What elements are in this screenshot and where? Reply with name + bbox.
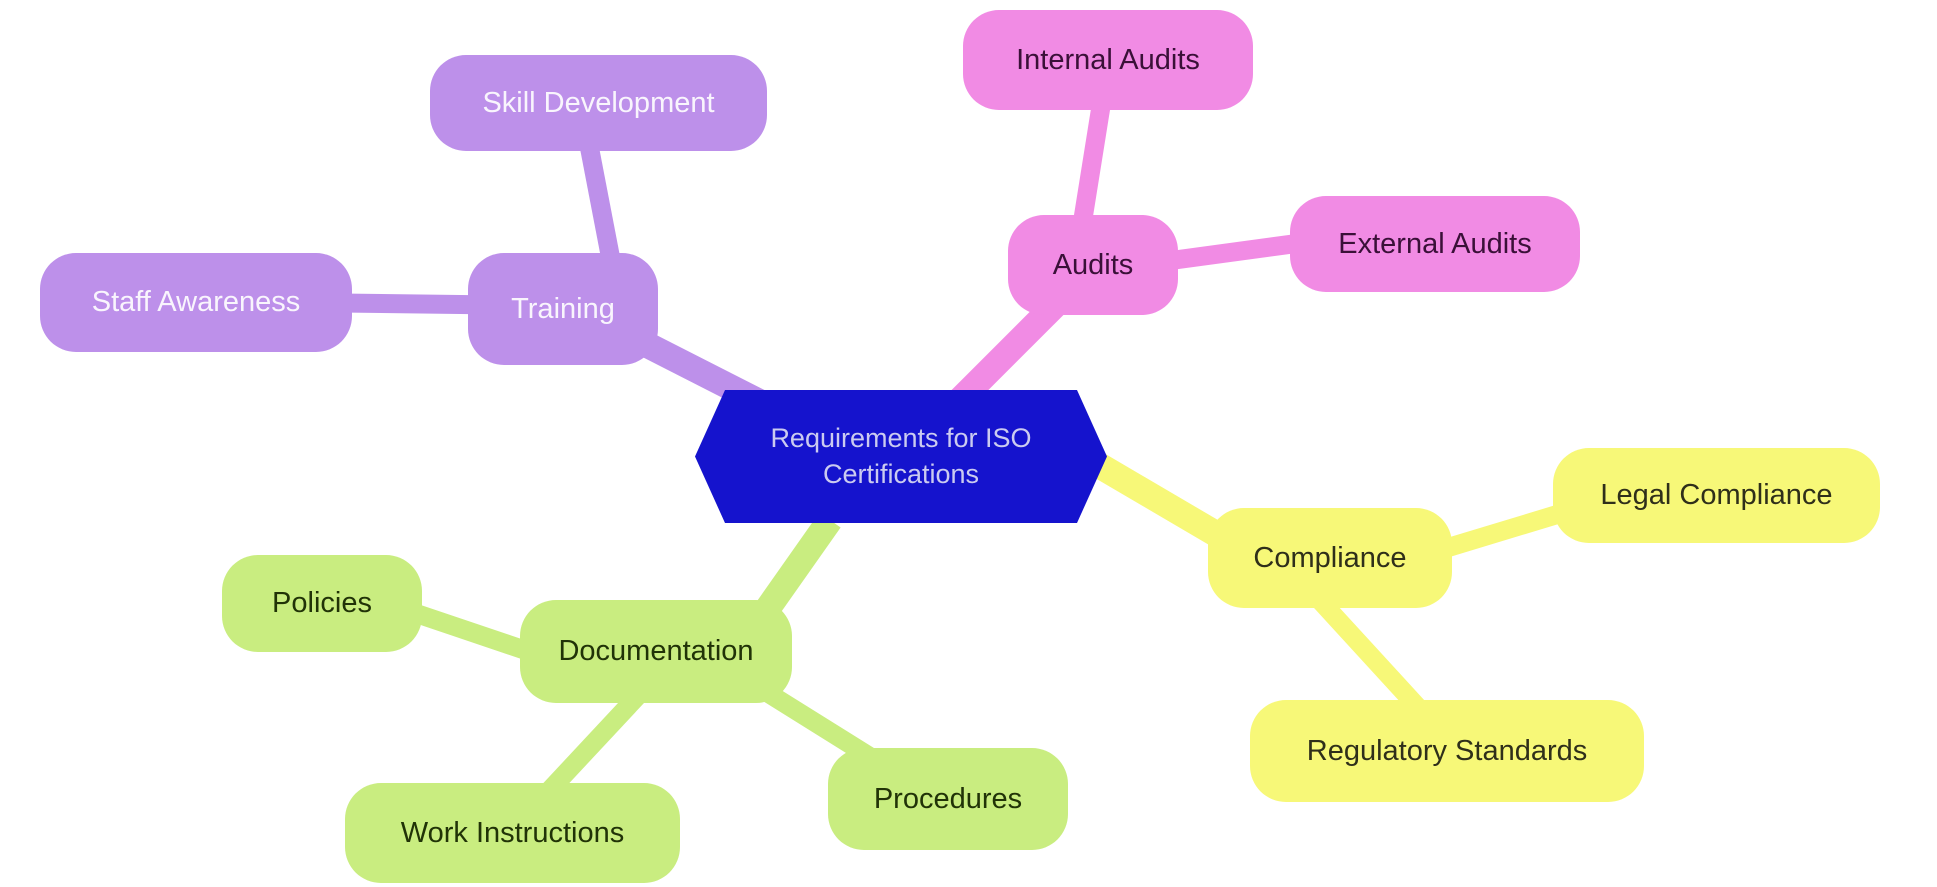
edge-internal-audits-audits bbox=[1072, 98, 1112, 227]
edge-audits-root bbox=[945, 290, 1070, 415]
node-regulatory-standards: Regulatory Standards bbox=[1250, 700, 1644, 802]
node-skill-development: Skill Development bbox=[430, 55, 767, 151]
node-root: Requirements for ISO Certifications bbox=[695, 390, 1107, 523]
node-training: Training bbox=[468, 253, 658, 365]
node-documentation: Documentation bbox=[520, 600, 792, 703]
node-staff-awareness: Staff Awareness bbox=[40, 253, 352, 352]
edge-skill-development-training bbox=[578, 138, 622, 267]
node-internal-audits: Internal Audits bbox=[963, 10, 1253, 110]
edge-regulatory-standards-compliance bbox=[1307, 588, 1433, 722]
edge-work-instructions-documentation bbox=[541, 681, 652, 799]
node-audits: Audits bbox=[1008, 215, 1178, 315]
node-policies: Policies bbox=[222, 555, 422, 652]
node-external-audits: External Audits bbox=[1290, 196, 1580, 292]
edge-external-audits-audits bbox=[1158, 233, 1302, 272]
edge-legal-compliance-compliance bbox=[1437, 500, 1575, 560]
node-work-instructions: Work Instructions bbox=[345, 783, 680, 883]
node-compliance: Compliance bbox=[1208, 508, 1452, 608]
node-procedures: Procedures bbox=[828, 748, 1068, 850]
node-legal-compliance: Legal Compliance bbox=[1553, 448, 1880, 543]
